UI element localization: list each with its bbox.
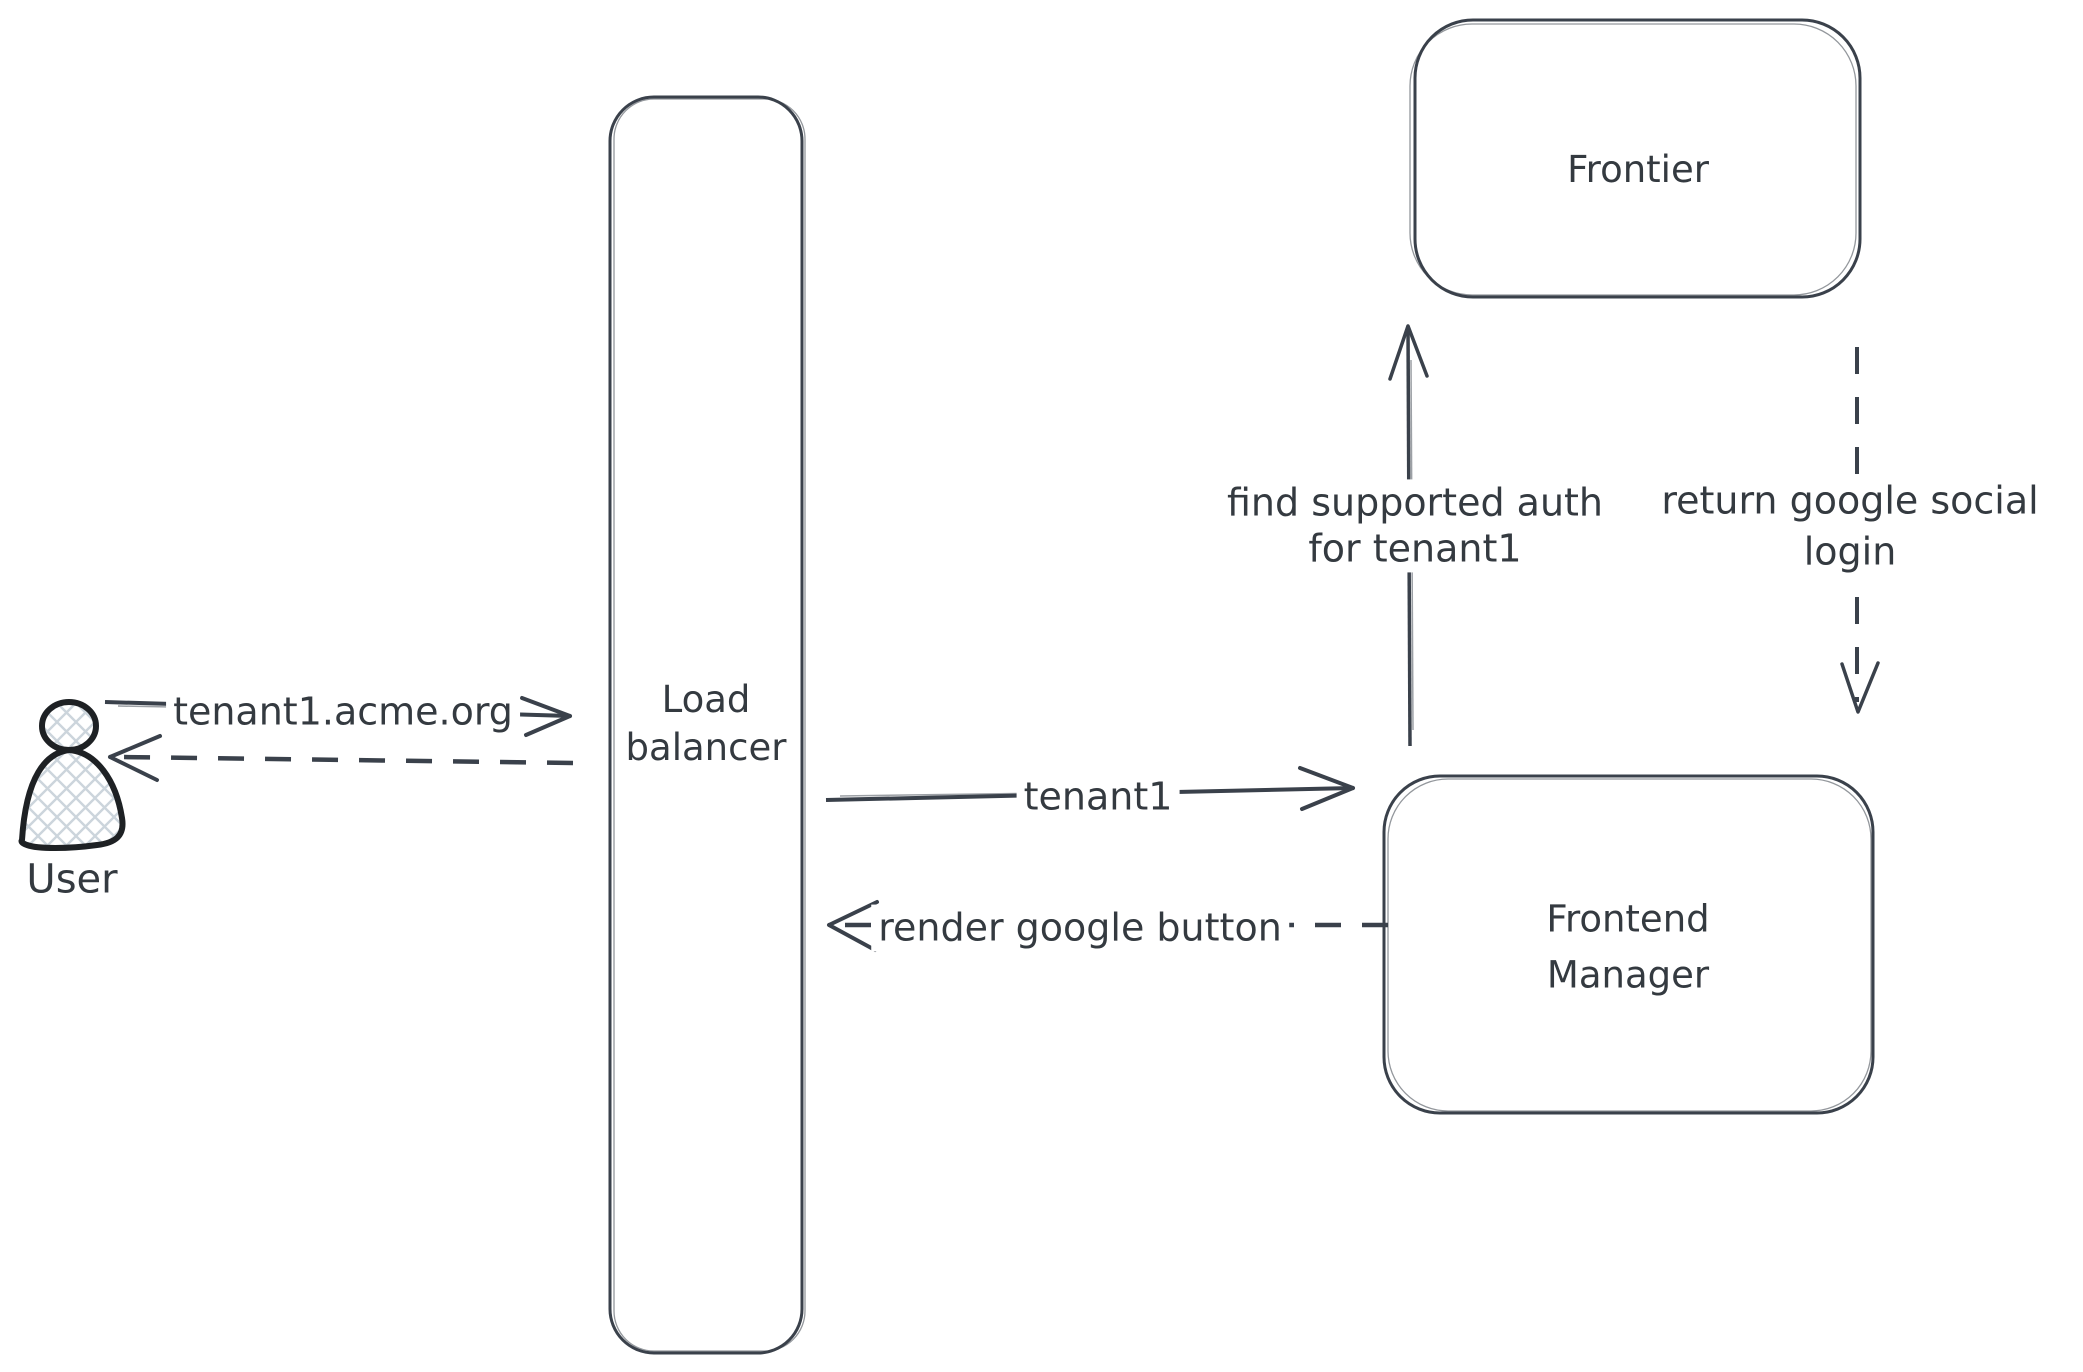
edge-label-return-google-social-line2: login [1803,530,1897,574]
arrow-frontier-to-frontend-manager [1840,347,1880,714]
frontend-manager-label: Frontend Manager [1546,892,1709,1003]
arrowhead-left [827,900,879,952]
edge-label-find-supported-auth: find supported auth for tenant1 [1219,479,1611,573]
frontend-manager-label-line1: Frontend [1546,897,1710,941]
user-body [18,747,126,851]
user-label: User [26,856,118,903]
frontier-box-sketch-stroke [1409,23,1857,296]
frontier-label: Frontier [1567,148,1709,192]
edge-label-tenant1: tenant1 [1016,773,1180,821]
edge-label-find-supported-auth-line1: find supported auth [1226,480,1604,525]
edge-label-tenant1-acme-org: tenant1.acme.org [166,688,520,736]
frontend-manager-label-line2: Manager [1546,953,1710,996]
arrowhead-right [1298,766,1355,811]
edge-label-return-google-social-login: return google social login [1654,474,2046,580]
arrowhead-down [1840,661,1880,714]
load-balancer-label-line1: Load [661,677,751,721]
arrow-shaft-dashed [119,754,574,766]
arrow-frontend-manager-to-load-balancer [827,900,1388,952]
load-balancer-label-line2: balancer [625,726,787,769]
edge-label-return-google-social-line1: return google social [1661,478,2039,523]
frontier-box [1413,18,1862,299]
frontend-manager-box [1382,774,1875,1115]
arrowhead-up [1388,324,1429,381]
user-person-icon [18,699,126,851]
load-balancer-box-sketch-stroke [613,98,806,1352]
arrow-load-balancer-to-user [108,734,574,782]
edge-label-find-supported-auth-line2: for tenant1 [1308,526,1522,570]
arrowhead-right [520,696,572,737]
user-head [39,699,99,753]
load-balancer-label: Load balancer [626,676,787,772]
load-balancer-box [608,95,804,1355]
edge-label-render-google-button: render google button [871,904,1289,952]
arrowhead-left [108,734,162,782]
frontend-manager-box-sketch-stroke [1387,778,1872,1112]
